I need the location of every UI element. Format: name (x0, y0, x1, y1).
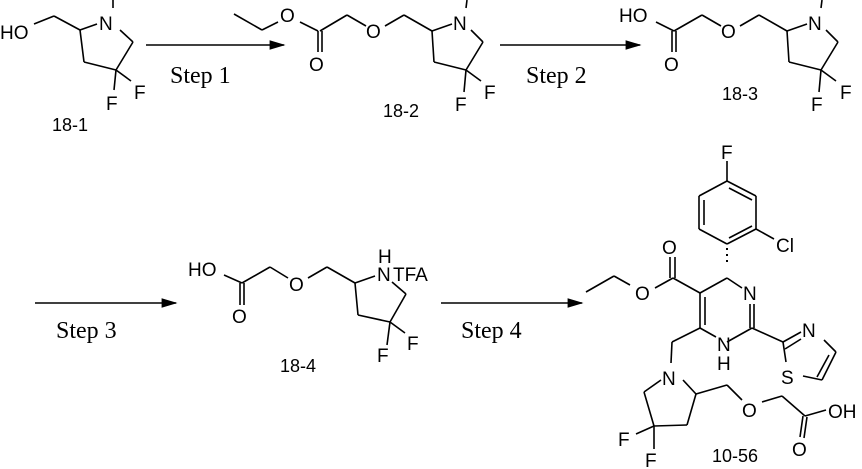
atom-f: F (645, 451, 657, 469)
step-2-arrow: Step 2 (500, 40, 642, 89)
atom-n: N (377, 265, 391, 286)
atom-ho: HO (0, 23, 29, 44)
compound-18-3: HO O O N F F 18-3 (619, 0, 852, 116)
atom-o: O (366, 22, 381, 43)
step-label: Step 1 (170, 63, 231, 89)
atom-o: O (635, 284, 650, 305)
step-label: Step 4 (461, 318, 522, 344)
atom-oh: OH (828, 402, 857, 423)
compound-label: 18-1 (52, 115, 88, 135)
atom-o: O (232, 307, 247, 328)
atom-f: F (377, 346, 389, 367)
atom-f: F (721, 143, 733, 164)
compound-label: 18-2 (383, 101, 419, 121)
atom-f: F (134, 83, 146, 104)
step-label: Step 2 (526, 63, 587, 89)
atom-n: N (99, 14, 113, 35)
atom-o: O (721, 22, 736, 43)
atom-f: F (840, 83, 852, 104)
atom-o: O (289, 275, 304, 296)
atom-o: O (664, 55, 679, 76)
atom-n: N (802, 321, 816, 342)
compound-18-2: O O O N F F 18-2 (233, 0, 496, 121)
atom-f: F (484, 83, 496, 104)
atom-f: F (407, 334, 419, 355)
atom-ho: HO (188, 260, 217, 281)
step-1-arrow: Step 1 (146, 40, 286, 89)
atom-n: N (808, 14, 822, 35)
compound-label: 10-56 (712, 446, 758, 466)
step-label: Step 3 (56, 318, 117, 344)
atom-f: F (618, 430, 630, 451)
atom-f: F (455, 95, 467, 116)
atom-o: O (742, 401, 757, 422)
atom-o: O (280, 6, 295, 27)
atom-cl: Cl (776, 236, 794, 257)
atom-o: O (309, 55, 324, 76)
atom-f: F (811, 95, 823, 116)
atom-h: H (717, 354, 731, 375)
compound-label: 18-3 (722, 84, 758, 104)
step-3-arrow: Step 3 (35, 298, 178, 344)
step-4-arrow: Step 4 (441, 298, 584, 344)
atom-n: N (453, 14, 467, 35)
atom-h: H (378, 247, 392, 268)
atom-n: N (743, 284, 757, 305)
atom-o: O (792, 440, 807, 461)
compound-label: 18-4 (280, 356, 316, 376)
atom-s: S (781, 368, 794, 389)
atom-o: O (662, 238, 677, 259)
atom-n: N (662, 369, 676, 390)
atom-n: N (717, 335, 731, 356)
compound-18-1: HO N F F 18-1 (0, 0, 146, 135)
atom-ho: HO (619, 6, 648, 27)
atom-tfa: TFA (393, 265, 428, 286)
atom-f: F (106, 94, 118, 115)
compound-18-4: HO O O H N TFA F F 18-4 (188, 247, 428, 376)
compound-10-56: F Cl N N H O O (585, 143, 857, 469)
